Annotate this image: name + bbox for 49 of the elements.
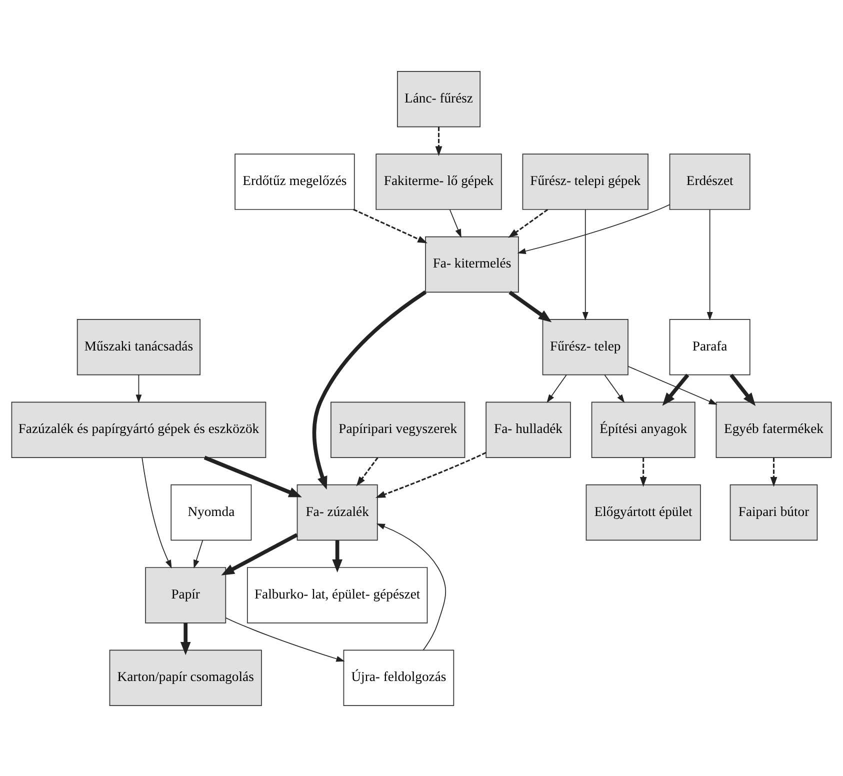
arrow (582, 208, 588, 320)
node-box: Falburko- lat, épület- gépészet (246, 566, 428, 623)
arrow (730, 373, 756, 406)
node-box: Parafa (669, 318, 750, 375)
arrow (662, 373, 690, 406)
arrow (508, 290, 552, 322)
arrow (375, 451, 486, 498)
arrow (312, 290, 427, 490)
node-box: Fazúzalék és papírgyártó gépek és eszközök (11, 401, 266, 458)
arrow (204, 455, 302, 497)
arrow (225, 617, 345, 662)
node-box: Fűrész- telepi gépek (522, 153, 648, 210)
arrow (194, 539, 204, 568)
node-box: Előgyártott épület (586, 484, 701, 540)
arrow (136, 374, 142, 403)
arrow (640, 457, 647, 486)
node-box: Papíripari vegyszerek (330, 401, 466, 458)
arrow (221, 532, 298, 575)
node-box: Erdészet (669, 153, 750, 210)
node-box: Újra- feldolgozás (343, 649, 454, 706)
arrow (353, 208, 428, 243)
node-box: Egyéb fatermékek (716, 401, 832, 458)
arrow (376, 523, 446, 650)
arrow (770, 457, 778, 486)
arrow (356, 456, 378, 486)
node-box: Lánc- fűrész (397, 70, 481, 127)
node-box: Fa- hulladék (486, 401, 571, 458)
arrow (332, 540, 342, 572)
arrow (449, 208, 462, 238)
node-box: Faipari bútor (730, 484, 818, 540)
node-box: Fűrész- telep (542, 318, 628, 375)
arrow (517, 204, 670, 254)
node-box: Fa- kitermelés (425, 236, 519, 292)
arrow (435, 126, 442, 156)
node-box: Műszaki tanácsadás (76, 318, 201, 375)
arrow (180, 622, 191, 655)
node-box: Karton/papír csomagolás (109, 649, 262, 706)
node-box: Építési anyagok (591, 401, 696, 458)
arrow (508, 208, 548, 238)
node-box: Nyomda (170, 484, 252, 540)
arrow (604, 374, 625, 402)
arrow (628, 365, 718, 404)
node-box: Fa- zúzalék (296, 484, 378, 540)
arrow (546, 374, 567, 402)
node-box: Erdőtűz megelőzés (234, 153, 355, 210)
arrow (706, 208, 713, 320)
node-box: Papír (145, 566, 226, 623)
node-box: Fakiterme- lő gépek (376, 153, 502, 210)
arrow (142, 456, 172, 568)
